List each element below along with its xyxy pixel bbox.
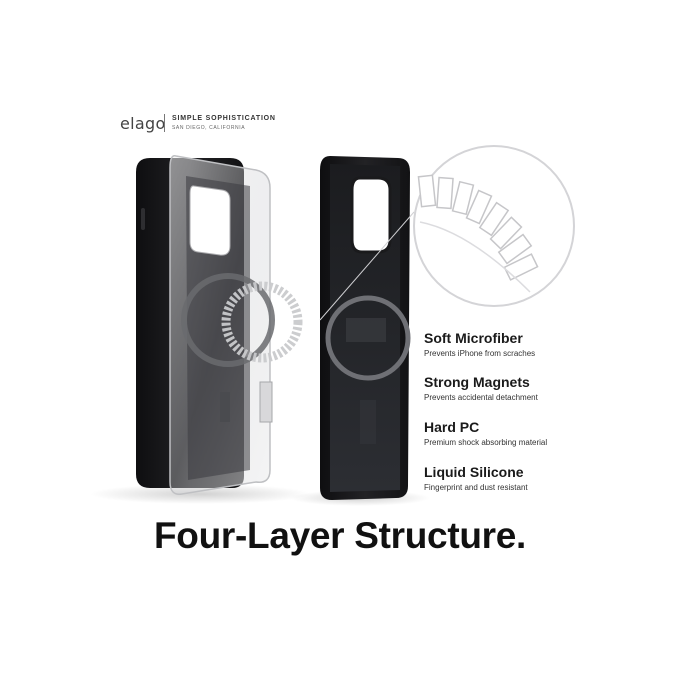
magnet-ring-outer bbox=[221, 281, 303, 363]
feature-soft-microfiber: Soft Microfiber Prevents iPhone from scr… bbox=[424, 330, 654, 359]
feature-strong-magnets: Strong Magnets Prevents accidental detac… bbox=[424, 374, 654, 403]
camera-cutout bbox=[189, 185, 231, 256]
feature-title: Liquid Silicone bbox=[424, 464, 524, 480]
headline: Four-Layer Structure. bbox=[154, 515, 526, 556]
microfiber-lining-view bbox=[320, 156, 411, 500]
feature-title: Hard PC bbox=[424, 419, 480, 435]
lining-camera-cutout bbox=[350, 176, 392, 254]
feature-description: Premium shock absorbing material bbox=[424, 438, 548, 447]
feature-description: Prevents accidental detachment bbox=[424, 393, 538, 402]
magnet-segments bbox=[417, 174, 539, 281]
magnet-ring-inner bbox=[181, 273, 275, 367]
brand-logo: elago bbox=[120, 114, 166, 133]
feature-liquid-silicone: Liquid Silicone Fingerprint and dust res… bbox=[424, 464, 654, 493]
brand-tagline: SIMPLE SOPHISTICATION bbox=[172, 115, 276, 122]
magnet-zoom-callout bbox=[319, 145, 575, 321]
hard-pc-layer bbox=[169, 155, 303, 495]
brand-divider bbox=[164, 114, 165, 132]
brand-location: SAN DIEGO, CALIFORNIA bbox=[172, 125, 246, 131]
side-button bbox=[141, 208, 145, 230]
feature-hard-pc: Hard PC Premium shock absorbing material bbox=[424, 419, 654, 448]
left-case-shadow bbox=[90, 484, 310, 504]
lining-magnet-circle bbox=[325, 295, 411, 381]
feature-description: Fingerprint and dust resistant bbox=[424, 483, 528, 492]
feature-description: Prevents iPhone from scraches bbox=[424, 349, 536, 358]
brand-header: elago SIMPLE SOPHISTICATION SAN DIEGO, C… bbox=[120, 112, 360, 136]
feature-title: Soft Microfiber bbox=[424, 330, 523, 346]
feature-title: Strong Magnets bbox=[424, 374, 530, 390]
